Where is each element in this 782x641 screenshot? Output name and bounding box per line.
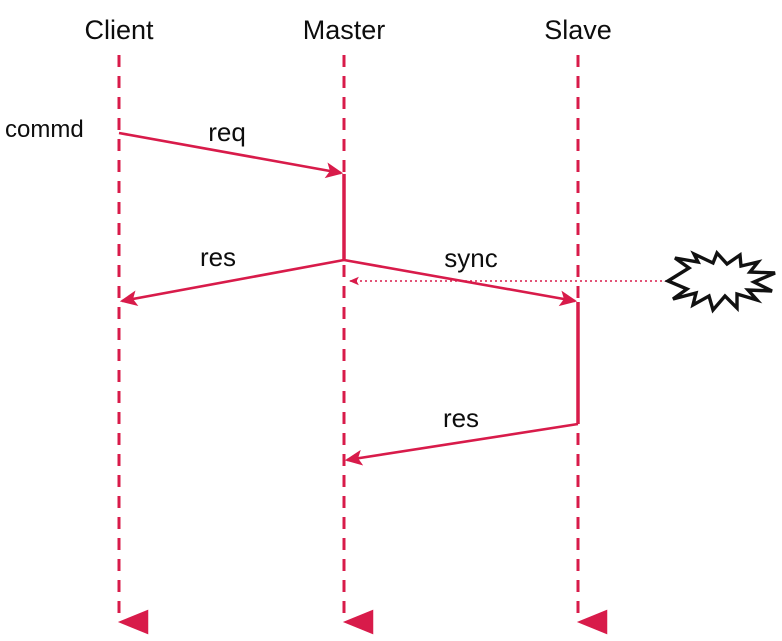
participant-label-slave: Slave xyxy=(544,15,612,45)
message-arrow-req xyxy=(118,131,344,179)
participant-label-master: Master xyxy=(303,15,386,45)
message-arrow-sync xyxy=(343,258,578,307)
participant-label-client: Client xyxy=(84,15,154,45)
message-arrow-res-slave-master xyxy=(344,422,579,466)
participant-headers: Client Master Slave xyxy=(84,15,611,45)
message-arrows xyxy=(118,131,672,466)
message-label-sync: sync xyxy=(444,243,497,273)
burst-shape xyxy=(664,249,776,314)
lifelines xyxy=(117,55,608,635)
message-label-res-master-client: res xyxy=(200,242,236,272)
message-labels: req res sync res xyxy=(200,117,498,433)
failure-burst-icon xyxy=(664,249,776,314)
message-label-res-slave-master: res xyxy=(443,403,479,433)
activation-bars xyxy=(342,174,580,424)
message-label-req: req xyxy=(208,117,246,147)
side-label-commd: commd xyxy=(5,116,84,143)
message-arrow-res-master-client xyxy=(119,258,345,307)
